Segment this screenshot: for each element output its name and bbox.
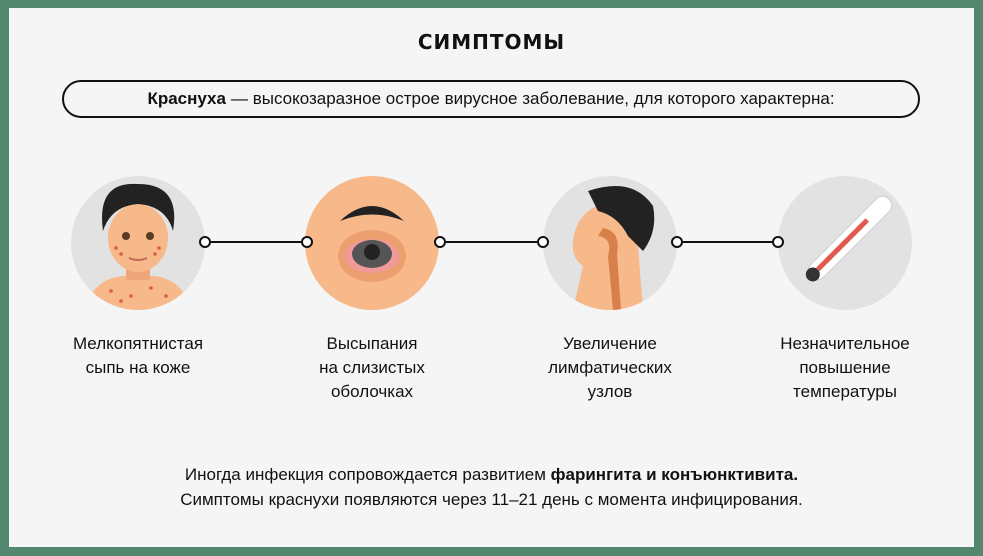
face-rash-icon xyxy=(71,176,205,310)
connector-line xyxy=(446,241,537,243)
thermometer-icon xyxy=(778,176,912,310)
throat-profile-icon xyxy=(543,176,677,310)
page-title: СИМПТОМЫ xyxy=(417,30,566,54)
connector-dot xyxy=(537,236,549,248)
intro-box: Краснуха — высокозаразное острое вирусно… xyxy=(62,80,920,118)
connector-dot xyxy=(671,236,683,248)
connector-line xyxy=(683,241,772,243)
connector-dot xyxy=(772,236,784,248)
intro-text: — высокозаразное острое вирусное заболев… xyxy=(230,89,835,108)
connector-line xyxy=(211,241,301,243)
intro-term: Краснуха xyxy=(147,89,226,108)
connector-dot xyxy=(301,236,313,248)
connector-dot xyxy=(434,236,446,248)
eye-icon xyxy=(305,176,439,310)
connector-dot xyxy=(199,236,211,248)
footer-note: Иногда инфекция сопровождается развитием… xyxy=(180,465,803,509)
